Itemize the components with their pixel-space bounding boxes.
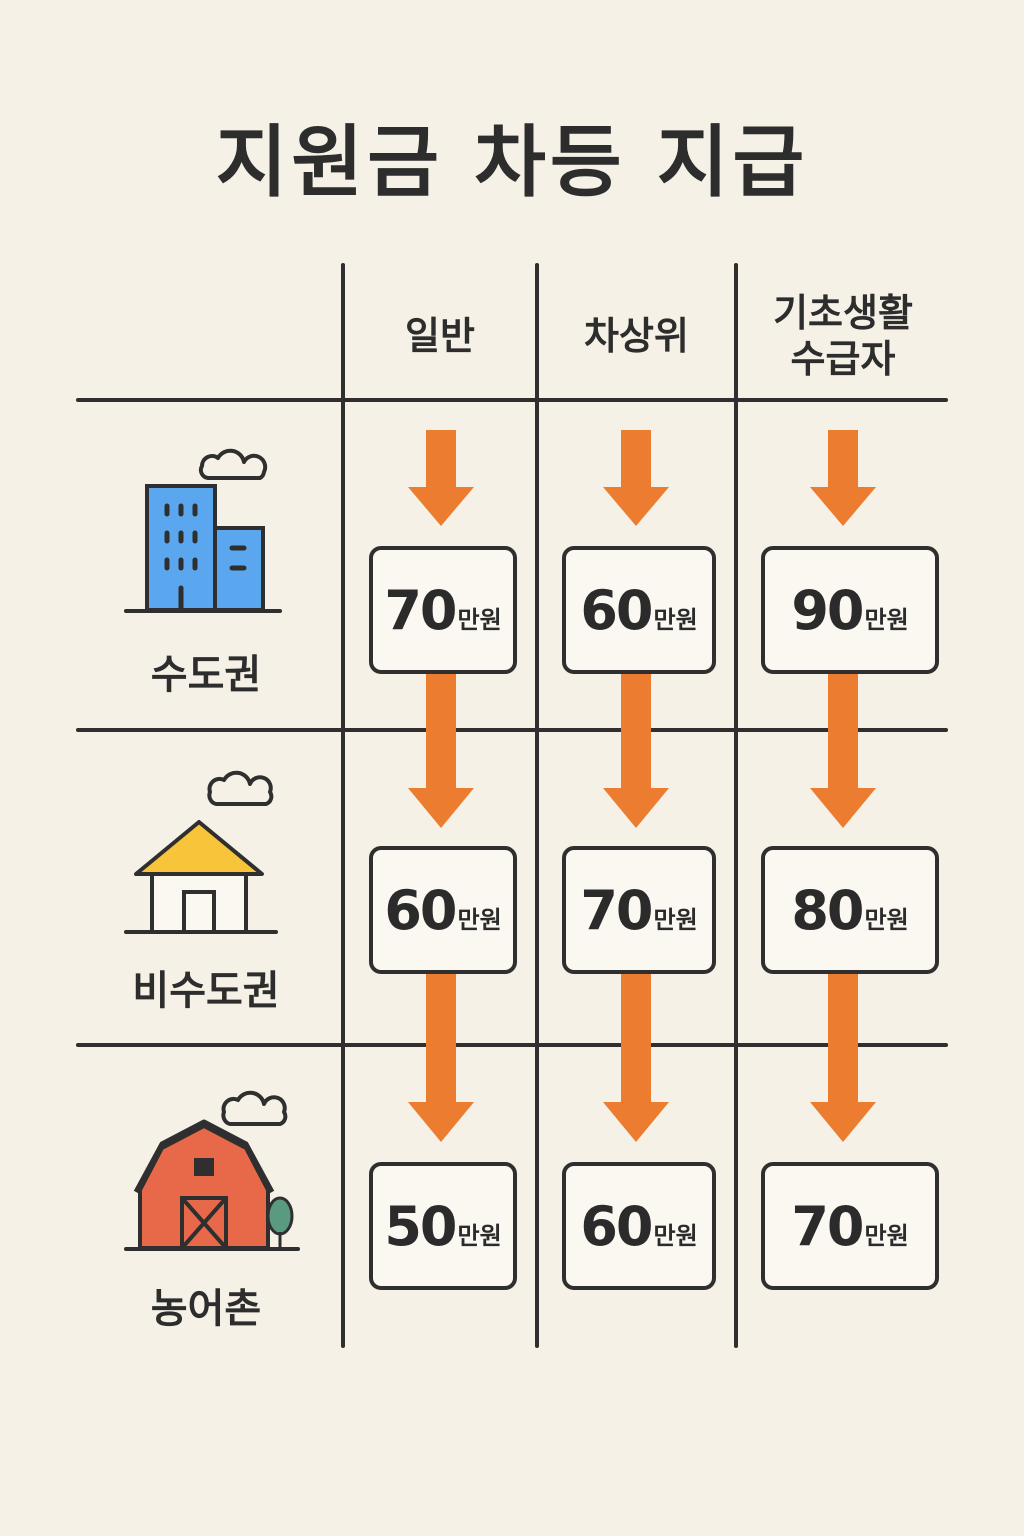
amount-value: 70 (384, 578, 457, 642)
amount-value: 70 (580, 878, 653, 942)
amount-unit: 만원 (457, 605, 502, 634)
barn-icon (124, 1090, 300, 1251)
column-header-near-poverty-label: 차상위 (584, 314, 689, 358)
column-header-basic-livelihood-line1: 기초생활 (773, 291, 913, 335)
city-buildings-icon (124, 448, 282, 613)
grid-line-header (76, 398, 948, 402)
row-label-non-capital-area: 비수도권 (132, 968, 280, 1014)
row-label-rural-fishing: 농어촌 (150, 1286, 262, 1332)
amount-value: 50 (384, 1194, 457, 1258)
arrow-down-icon (408, 672, 474, 828)
amount-value: 70 (791, 1194, 864, 1258)
arrow-down-icon (603, 974, 669, 1142)
amount-unit: 만원 (653, 905, 698, 934)
grid-line-row-2 (76, 1043, 948, 1047)
grid-line-col-1 (341, 263, 345, 1348)
arrow-down-icon (408, 430, 474, 526)
amount-unit: 만원 (457, 1221, 502, 1250)
arrow-down-icon (408, 974, 474, 1142)
amount-value: 80 (791, 878, 864, 942)
column-header-general-label: 일반 (405, 314, 475, 358)
amount-value: 60 (384, 878, 457, 942)
arrow-down-icon (810, 974, 876, 1142)
grid-line-col-2 (535, 263, 539, 1348)
amount-value: 60 (580, 578, 653, 642)
column-header-near-poverty: 차상위 (539, 280, 734, 392)
arrow-down-icon (603, 672, 669, 828)
amount-value: 90 (791, 578, 864, 642)
arrow-down-icon (810, 430, 876, 526)
amount-unit: 만원 (864, 605, 909, 634)
amount-unit: 만원 (864, 1221, 909, 1250)
arrow-down-icon (810, 672, 876, 828)
amount-value: 60 (580, 1194, 653, 1258)
amount-unit: 만원 (653, 605, 698, 634)
grid-line-row-1 (76, 728, 948, 732)
amount-unit: 만원 (864, 905, 909, 934)
amount-unit: 만원 (653, 1221, 698, 1250)
arrows (408, 430, 876, 1142)
column-header-basic-livelihood-line2: 수급자 (790, 337, 896, 381)
house-icon (124, 770, 278, 934)
grid-line-col-3 (734, 263, 738, 1348)
amount-unit: 만원 (457, 905, 502, 934)
arrow-down-icon (603, 430, 669, 526)
row-label-capital-area: 수도권 (150, 652, 262, 698)
page-title: 지원금 차등 지급 (215, 118, 809, 208)
column-header-basic-livelihood: 기초생활 수급자 (738, 280, 948, 392)
column-header-general: 일반 (345, 280, 535, 392)
